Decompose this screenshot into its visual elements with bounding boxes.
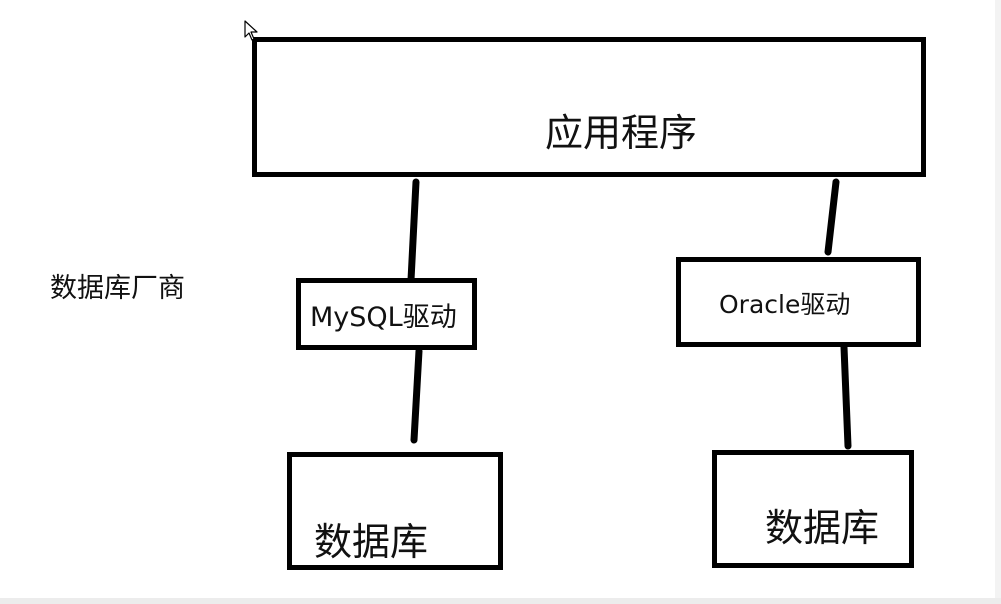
scrollbar-track bbox=[995, 0, 1001, 604]
oracle-driver-label: Oracle驱动 bbox=[719, 290, 851, 319]
bottom-edge bbox=[0, 598, 1001, 604]
vendor-label: 数据库厂商 bbox=[50, 273, 185, 304]
oracle-database-box: 数据库 bbox=[712, 450, 914, 568]
app-to-mysql-line bbox=[407, 178, 420, 284]
mysql-driver-box: MySQL驱动 bbox=[296, 278, 477, 350]
oracle-database-label: 数据库 bbox=[765, 506, 880, 550]
application-box: 应用程序 bbox=[252, 37, 926, 177]
mysql-database-box: 数据库 bbox=[287, 452, 503, 570]
oracle-to-database-line bbox=[840, 343, 852, 450]
mysql-database-label: 数据库 bbox=[314, 520, 429, 564]
mysql-driver-label: MySQL驱动 bbox=[310, 302, 457, 333]
mysql-to-database-line bbox=[410, 347, 423, 444]
oracle-driver-box: Oracle驱动 bbox=[676, 257, 921, 347]
app-to-oracle-line bbox=[824, 178, 840, 256]
mouse-pointer-icon bbox=[244, 20, 258, 41]
application-label: 应用程序 bbox=[545, 111, 698, 155]
